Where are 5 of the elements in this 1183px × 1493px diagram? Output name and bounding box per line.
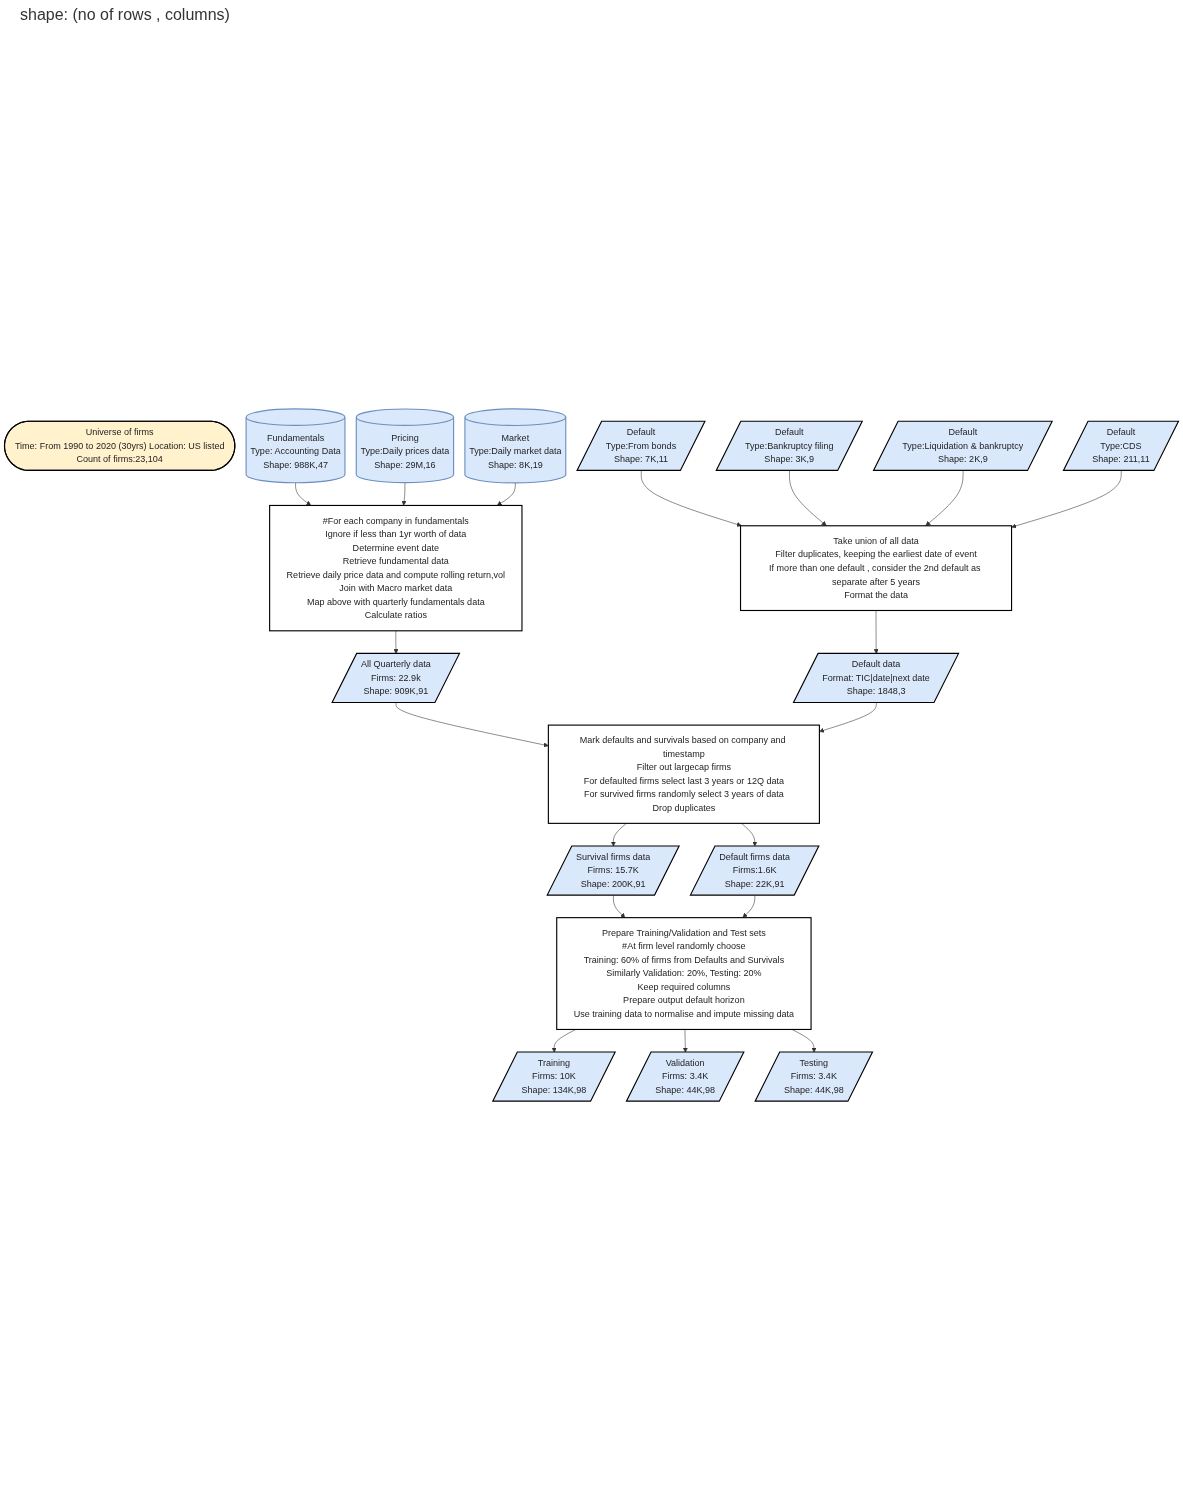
note-text: shape: (no of rows , columns) (20, 6, 231, 24)
node-box: Prepare Training/Validation and Test sets #At firm level randomly choose Training: 60% of firms from Defaults and Survivals Similarly Validation: 20%, Testing: 20% Keep required columns Prepare output default horizon Use training data to normalise and impute missing data (556, 917, 812, 1031)
node-box: Take union of all data Filter duplicates, keeping the earliest date of event If more than one default , consider the 2nd default as separate after 5 years Format the data (739, 525, 1013, 612)
node-box: Mark defaults and survivals based on company and timestamp Filter out largecap firms For defaulted firms select last 3 years or 12Q data For survived firms randomly select 3 years of data Drop duplicates (547, 724, 820, 824)
node-box: #For each company in fundamentals Ignore if less than 1yr worth of data Determine event date Retrieve fundamental data Retrieve daily price data and compute rolling return,vol Join with Macro market data Map above with quarterly fundamentals data Calculate ratios (269, 504, 523, 632)
